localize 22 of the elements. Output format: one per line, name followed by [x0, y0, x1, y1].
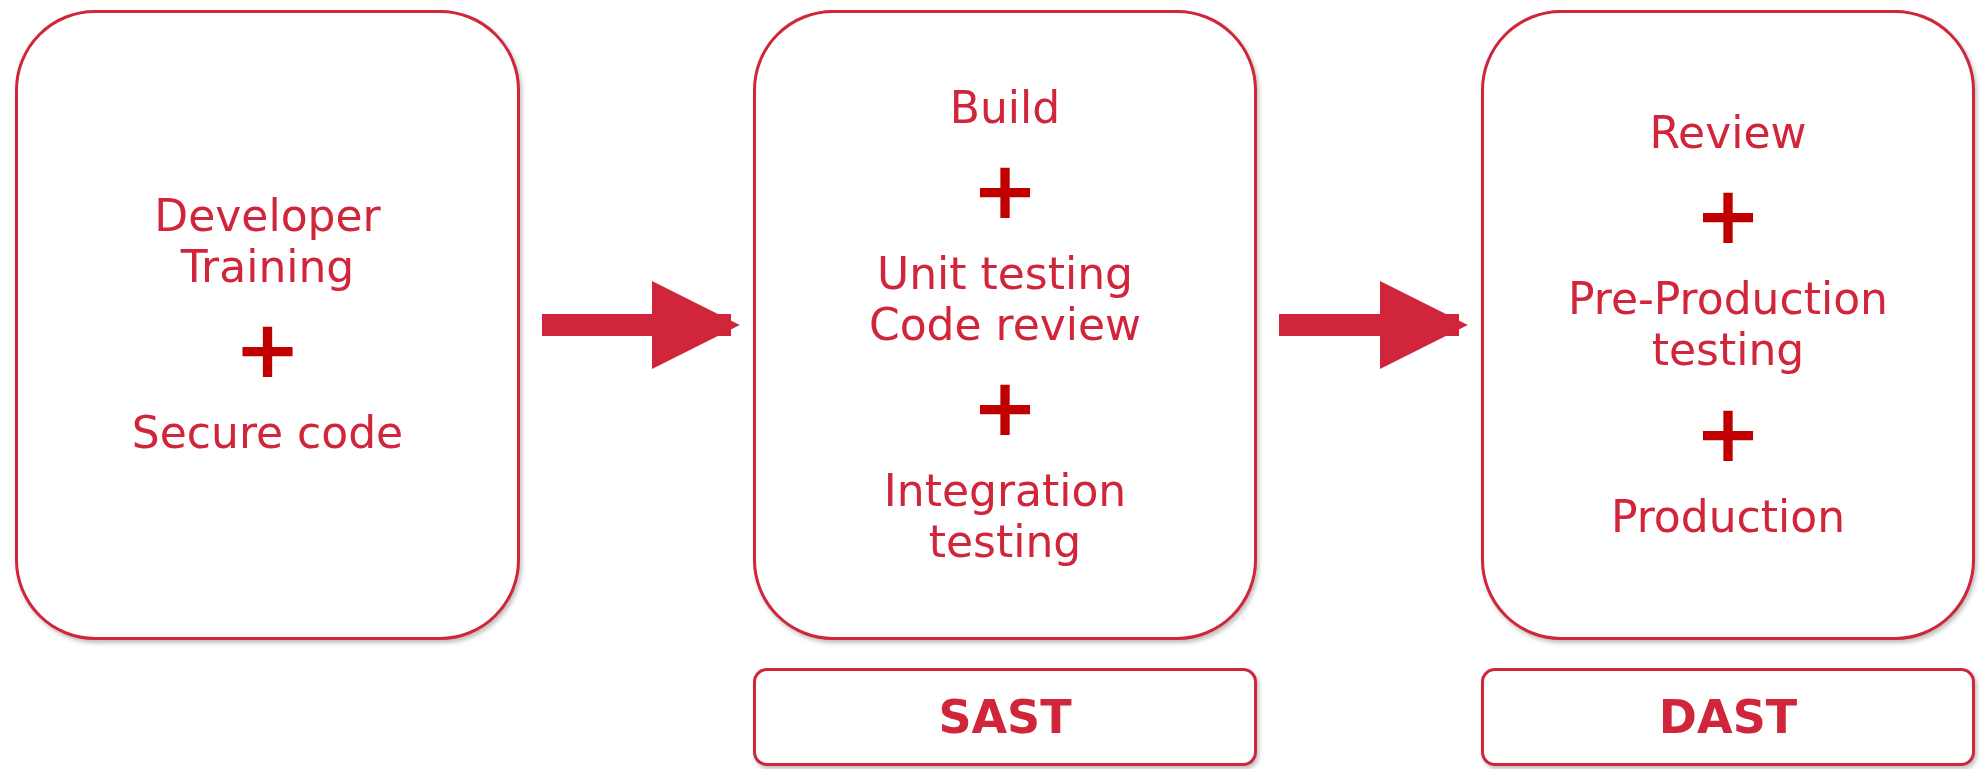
- node-text: DAST: [1658, 690, 1798, 744]
- label-box: [1481, 668, 1975, 766]
- node-text: SAST: [938, 690, 1072, 744]
- plus-sign: +: [1694, 180, 1762, 253]
- node-text: Production: [1610, 491, 1846, 543]
- rounded-box: [15, 10, 520, 640]
- plus-sign: +: [1694, 397, 1762, 470]
- arrow: [1279, 281, 1468, 369]
- rounded-box: [1481, 10, 1975, 640]
- node-text: Review: [1649, 107, 1807, 159]
- label-box: [753, 668, 1257, 766]
- node-text: Secure code: [131, 408, 404, 459]
- node-text: Developer Training: [153, 191, 382, 293]
- plus-sign: +: [971, 372, 1039, 445]
- rounded-box: [753, 10, 1257, 640]
- plus-sign: +: [234, 314, 301, 387]
- node-text: Unit testing Code review: [867, 249, 1143, 351]
- node-text: Build: [949, 82, 1061, 134]
- node-text: Pre-Production testing: [1567, 274, 1889, 376]
- arrow: [542, 281, 740, 369]
- node-text: Integration testing: [882, 466, 1128, 568]
- plus-sign: +: [971, 155, 1039, 228]
